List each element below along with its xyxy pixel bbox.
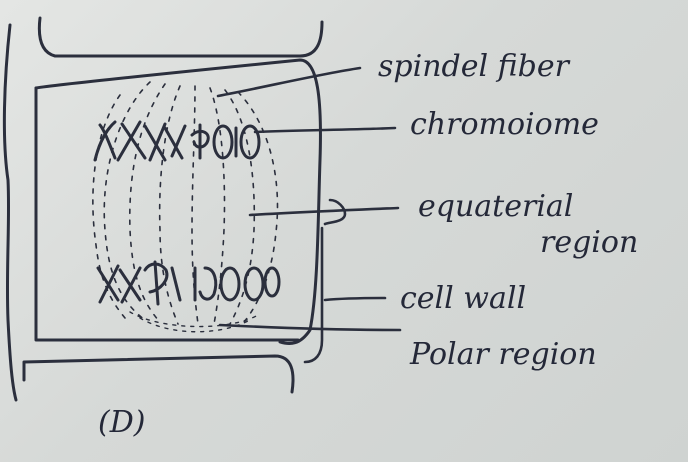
spindle-fibers bbox=[93, 82, 278, 324]
leader-lines bbox=[218, 68, 400, 362]
label-equatorial-line1: equaterial bbox=[418, 189, 573, 224]
label-cell-wall: cell wall bbox=[400, 281, 526, 316]
label-polar-region: Polar region bbox=[409, 337, 597, 372]
figure-tag: (D) bbox=[98, 405, 145, 440]
label-chromosome: chromoiome bbox=[410, 107, 599, 142]
label-spindle-fiber: spindel fiber bbox=[378, 49, 571, 84]
cell-wall-outline bbox=[4, 18, 322, 400]
polar-cap-lower bbox=[130, 312, 260, 332]
chromosome-row-lower bbox=[98, 262, 279, 304]
label-equatorial-line2: region bbox=[540, 225, 638, 260]
